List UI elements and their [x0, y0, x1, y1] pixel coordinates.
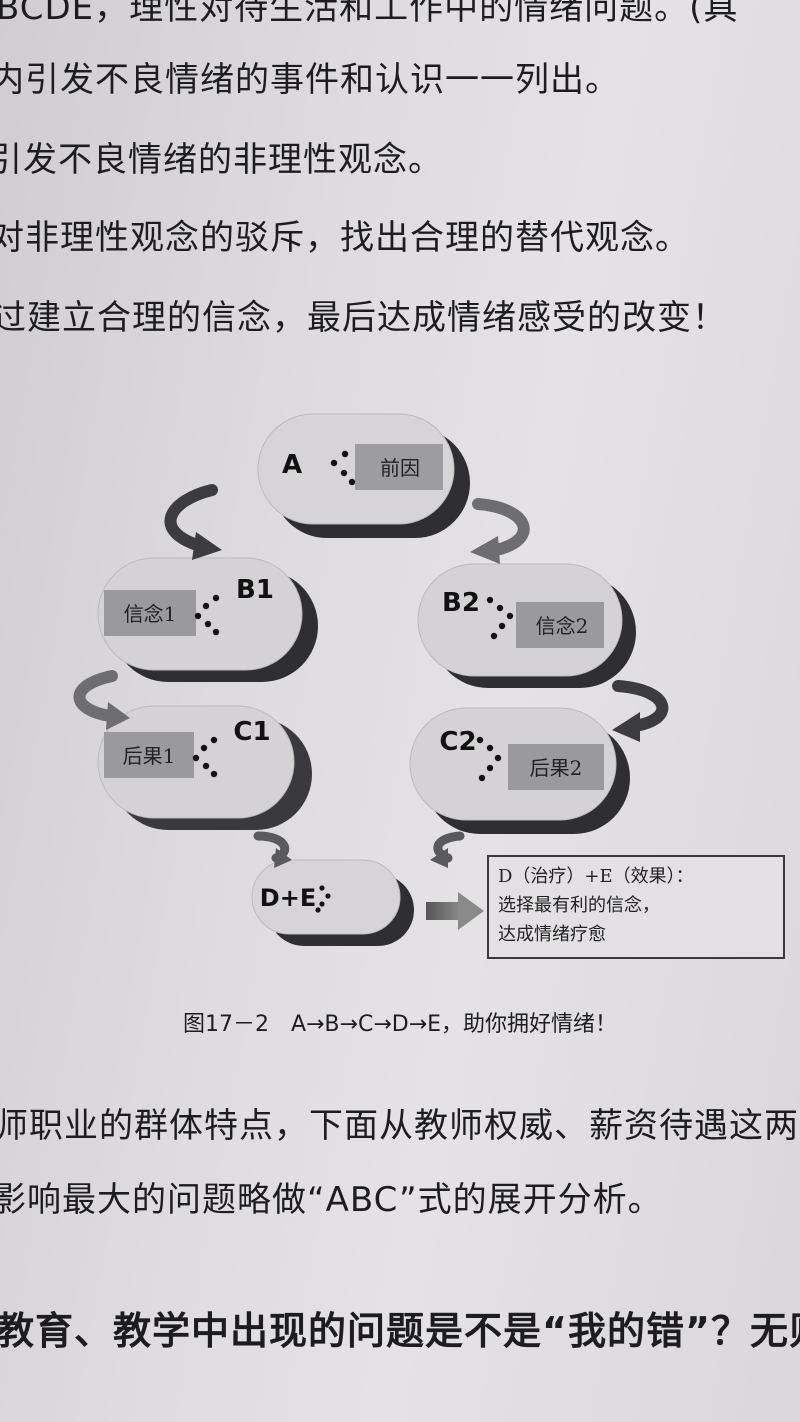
node-b1-label: 信念1 — [124, 602, 177, 626]
node-a-letter: A — [282, 450, 302, 480]
arrow-de-to-note — [426, 892, 484, 930]
arrow-c1-to-de — [253, 831, 292, 868]
note-box: D（治疗）+E（效果）： 选择最有利的信念， 达成情绪疗愈 — [487, 855, 785, 959]
node-b1-label-box — [104, 590, 196, 636]
node-de-dots-icon — [315, 885, 331, 913]
note-line-3: 达成情绪疗愈 — [498, 924, 606, 945]
node-b2-letter: B2 — [442, 588, 480, 618]
text-line-7: 教育、教学中出现的问题是不是“我的错”？无则 — [0, 1309, 800, 1353]
node-c1-label: 后果1 — [123, 744, 176, 768]
node-b1-letter: B1 — [236, 575, 274, 605]
node-c1: 后果1 C1 — [97, 705, 312, 830]
node-a: 前因 A — [257, 413, 470, 538]
text-line-4: 过建立合理的信念，最后达成情绪感受的改变！ — [0, 298, 727, 338]
node-c2: 后果2 C2 — [409, 707, 630, 834]
figure-caption-text: A→B→C→D→E，助你拥好情绪！ — [290, 1012, 618, 1037]
node-c2-dots-icon — [476, 736, 502, 782]
figure-number: 图17－2 — [182, 1012, 269, 1037]
arrow-a-to-b1 — [164, 484, 222, 560]
node-b2-dots-icon — [486, 596, 514, 640]
text-line-1: 内引发不良情绪的事件和认识一一列出。 — [0, 60, 620, 100]
figure-caption: 图17－2 A→B→C→D→E，助你拥好情绪！ — [0, 1006, 800, 1038]
node-de: D+E — [251, 859, 414, 946]
node-de-letter: D+E — [260, 884, 316, 912]
text-line-0: BCDE，理性对待生活和工作中的情绪问题。(具 — [0, 0, 739, 28]
node-b2-label: 信念2 — [536, 614, 589, 638]
node-b1-dots-icon — [194, 594, 220, 636]
note-line-1: D（治疗）+E（效果）： — [498, 866, 694, 887]
node-c2-label: 后果2 — [530, 756, 583, 780]
arrow-b2-to-c2 — [612, 680, 669, 742]
node-a-label: 前因 — [380, 456, 420, 480]
arrow-c2-to-de — [430, 831, 465, 868]
text-line-3: 对非理性观念的驳斥，找出合理的替代观念。 — [0, 218, 690, 258]
node-c2-letter: C2 — [439, 727, 476, 757]
node-b2-label-box — [516, 602, 604, 648]
node-b1: 信念1 B1 — [97, 557, 318, 682]
node-a-label-box — [355, 444, 443, 490]
node-c1-letter: C1 — [233, 717, 270, 747]
node-c1-label-box — [104, 732, 194, 778]
abc-diagram: 前因 A 信念1 B1 信念2 B2 后果1 C1 — [73, 413, 785, 959]
node-c2-label-box — [508, 744, 604, 790]
note-line-2: 选择最有利的信念， — [498, 894, 660, 916]
node-c1-dots-icon — [192, 736, 218, 778]
node-b2: 信念2 B2 — [417, 563, 636, 688]
text-line-2: 引发不良情绪的非理性观念。 — [0, 140, 443, 180]
text-line-6: 影响最大的问题略做“ABC”式的展开分析。 — [0, 1180, 663, 1220]
arrow-b1-to-c1 — [73, 670, 130, 730]
node-a-dots-icon — [330, 450, 356, 486]
text-line-5: 师职业的群体特点，下面从教师权威、薪资待遇这两 — [0, 1106, 799, 1146]
arrow-a-to-b2 — [470, 498, 530, 564]
